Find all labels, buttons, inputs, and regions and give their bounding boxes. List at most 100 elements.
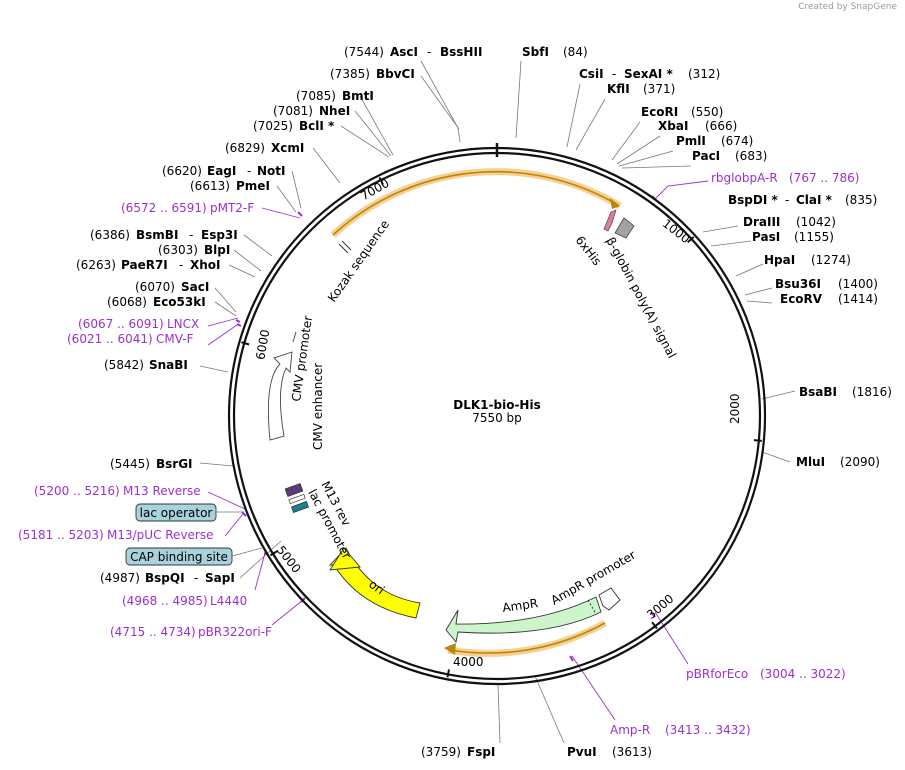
enzyme-name[interactable]: EagI <box>207 164 236 178</box>
primer-range: (6021 .. 6041) <box>67 332 153 346</box>
primer-range: (3413 .. 3432) <box>665 723 751 737</box>
polya-label: β-globin poly(A) signal <box>603 235 679 361</box>
tick-mark <box>241 341 250 346</box>
enzyme-name[interactable]: EcoRI <box>641 105 678 119</box>
enzyme-name[interactable]: PasI <box>752 230 780 244</box>
enzyme-pos: (683) <box>735 149 767 163</box>
cmv-enhancer-label: CMV enhancer <box>311 363 325 450</box>
enzyme-name[interactable]: XbaI <box>658 119 688 133</box>
enzyme-name[interactable]: KflI <box>607 82 630 96</box>
enzyme-name[interactable]: MluI <box>796 455 825 469</box>
tick-mark <box>446 669 450 678</box>
enzyme-name[interactable]: Esp3I <box>201 228 238 242</box>
lac-operator-box[interactable] <box>135 503 217 522</box>
primer-name[interactable]: Amp-R <box>610 723 650 737</box>
primer-range: (5181 .. 5203) <box>18 528 104 542</box>
enzyme-name[interactable]: XhoI <box>190 258 221 272</box>
enzyme-pos: (3759) <box>421 745 461 759</box>
enzyme-name[interactable]: PacI <box>692 149 720 163</box>
enzyme-name[interactable]: NotI <box>257 164 286 178</box>
enzyme-pos: (371) <box>643 82 675 96</box>
enzyme-name[interactable]: PmeI <box>236 179 270 193</box>
enzyme-pos: (7081) <box>273 104 313 118</box>
primer-name[interactable]: rbglobpA-R <box>711 171 778 185</box>
cap-binding-site-label: CAP binding site <box>130 550 228 564</box>
enzyme-name[interactable]: BspQI <box>145 571 185 585</box>
primer-name[interactable]: M13/pUC Reverse <box>107 528 214 542</box>
enzyme-pos: (6386) <box>90 228 130 242</box>
enzyme-pos: (1400) <box>838 277 878 291</box>
enzyme-pos: (6070) <box>135 280 175 294</box>
enzyme-dash: - <box>179 258 183 272</box>
primer-name[interactable]: pBR322ori-F <box>198 625 272 639</box>
primer-name[interactable]: LNCX <box>167 317 199 331</box>
enzyme-name[interactable]: FspI <box>467 745 495 759</box>
enzyme-pos: (674) <box>721 134 753 148</box>
enzyme-name[interactable]: SbfI <box>522 45 549 59</box>
enzyme-name[interactable]: BsrGI <box>156 457 193 471</box>
enzyme-pos: (1155) <box>794 230 834 244</box>
enzyme-name[interactable]: PvuI <box>567 745 597 759</box>
enzyme-pos: (6303) <box>158 243 198 257</box>
enzyme-pos: (1816) <box>852 385 892 399</box>
enzyme-name[interactable]: ClaI * <box>796 193 833 207</box>
enzyme-name[interactable]: SnaBI <box>149 358 188 372</box>
cap-binding-site-box[interactable] <box>125 547 233 566</box>
primer-range: (5200 .. 5216) <box>34 484 120 498</box>
lac-operator-feature[interactable] <box>288 493 306 505</box>
enzyme-name[interactable]: NheI <box>319 104 350 118</box>
primer-range: (6572 .. 6591) <box>121 201 207 215</box>
polya-feature[interactable] <box>614 217 635 239</box>
enzyme-name[interactable]: BspDI * <box>728 193 778 207</box>
enzyme-pos: (4987) <box>100 571 140 585</box>
ampr-feature[interactable] <box>445 596 602 644</box>
primer-name[interactable]: M13 Reverse <box>123 484 201 498</box>
m13-rev-feature[interactable] <box>284 483 304 497</box>
enzyme-name[interactable]: SexAI * <box>624 67 673 81</box>
primer-name[interactable]: pMT2-F <box>210 201 254 215</box>
tick-mark <box>378 176 384 185</box>
enzyme-name[interactable]: Eco53kI <box>153 295 206 309</box>
primer-range: (4715 .. 4734) <box>110 625 196 639</box>
enzyme-name[interactable]: BsmBI <box>136 228 178 242</box>
enzyme-pos: (1042) <box>796 215 836 229</box>
primer-name[interactable]: pBRforEco <box>686 667 748 681</box>
lac-promoter-feature[interactable] <box>291 501 309 513</box>
enzyme-name[interactable]: SapI <box>205 571 235 585</box>
enzyme-name[interactable]: PaeR7I <box>121 258 168 272</box>
enzyme-pos: (6829) <box>225 141 265 155</box>
ampr-promoter-feature[interactable] <box>598 587 621 611</box>
enzyme-dash: - <box>247 164 251 178</box>
enzyme-name[interactable]: BlpI <box>204 243 230 257</box>
enzyme-pos: (5842) <box>104 358 144 372</box>
enzyme-name[interactable]: XcmI <box>271 141 304 155</box>
enzyme-dash: - <box>427 45 431 59</box>
tick-mark <box>753 439 762 442</box>
enzyme-name[interactable]: EcoRV <box>780 292 823 306</box>
enzyme-pos: (7085) <box>296 89 336 103</box>
enzyme-pos: (7544) <box>344 45 384 59</box>
enzyme-name[interactable]: Bsu36I <box>775 277 821 291</box>
enzyme-dash: - <box>194 571 198 585</box>
enzyme-labels: (7544) AscI - BssHII SbfI (84) CsiI - Se… <box>76 45 892 759</box>
enzyme-name[interactable]: BclI * <box>299 119 335 133</box>
his-tag-feature[interactable] <box>603 209 617 232</box>
primer-name[interactable]: L4440 <box>210 594 247 608</box>
tick-label-4000: 4000 <box>453 655 484 669</box>
enzyme-name[interactable]: PmlI <box>676 134 706 148</box>
orf-line <box>332 170 619 236</box>
cmv-promoter-feature[interactable] <box>292 331 297 343</box>
enzyme-name[interactable]: HpaI <box>764 253 795 267</box>
enzyme-name[interactable]: DraIII <box>743 215 780 229</box>
enzyme-name[interactable]: BsaBI <box>799 385 837 399</box>
enzyme-name[interactable]: BbvCI <box>376 67 415 81</box>
enzyme-name[interactable]: BssHII <box>440 45 482 59</box>
enzyme-name[interactable]: SacI <box>181 280 209 294</box>
enzyme-name[interactable]: BmtI <box>342 89 374 103</box>
enzyme-name[interactable]: CsiI <box>579 67 604 81</box>
primer-leaders <box>207 180 709 721</box>
primer-name[interactable]: CMV-F <box>156 332 194 346</box>
enzyme-dash: - <box>612 67 616 81</box>
enzyme-name[interactable]: AscI <box>390 45 418 59</box>
cmv-enhancer-feature[interactable] <box>267 351 293 441</box>
